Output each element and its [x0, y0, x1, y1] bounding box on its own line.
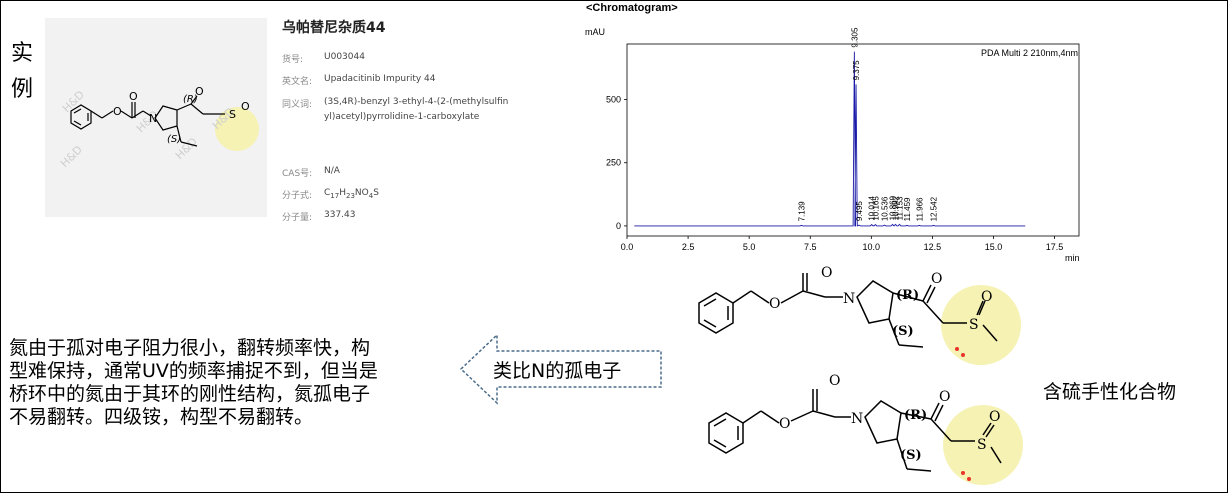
- peak-label: 10.014: [868, 196, 877, 221]
- x-tick-label: 15.0: [985, 242, 1003, 252]
- field-value-code: U003044: [324, 52, 365, 62]
- sulfur-label: S: [229, 108, 236, 121]
- y-tick-label: 0: [616, 221, 621, 231]
- lone-pair-dot-4: [967, 477, 971, 481]
- y-tick-label: 500: [606, 95, 621, 105]
- sulfoxide-structure-lower-icon: O O N O S O (R) (S): [708, 373, 1023, 485]
- lone-pair-dot-1: [955, 347, 959, 351]
- watermark-2: H&D: [58, 143, 85, 170]
- paragraph-line-1: 氮由于孤对电子阻力很小，翻转频率快，构: [9, 337, 371, 359]
- label-li: 例: [11, 77, 34, 102]
- field-label-synonym: 同义词:: [282, 100, 313, 110]
- peak-label: 9.305: [850, 27, 859, 48]
- upper-carbonyl-oxygen: O: [821, 265, 832, 281]
- sulfur-highlight-lower: [943, 405, 1023, 485]
- product-image-card: H&D H&D H&D H&D H&D: [45, 18, 267, 217]
- paragraph-line-2: 型难保持，通常UV的频率捕捉不到，但当是: [9, 360, 378, 382]
- ketone-oxygen-label: O: [195, 85, 204, 98]
- lower-nitrogen: N: [851, 411, 863, 427]
- field-label-mw: 分子量:: [282, 213, 313, 223]
- lone-pair-dot-2: [961, 353, 965, 357]
- ester-oxygen-label: O: [113, 105, 122, 118]
- lower-carbonyl-oxygen: O: [829, 373, 840, 389]
- sulfoxide-oxygen-label: O: [241, 100, 250, 113]
- stereo-s-label: (S): [167, 134, 181, 145]
- upper-ketone-oxygen: O: [931, 271, 942, 287]
- field-label-cas: CAS号:: [282, 169, 313, 179]
- chart-ylabel: mAU: [585, 27, 605, 37]
- chromatogram-title: <Chromatogram>: [586, 2, 678, 14]
- peak-label: 11.153: [895, 196, 904, 220]
- field-value-cas: N/A: [324, 166, 340, 176]
- carbonyl-oxygen-label: O: [129, 90, 138, 103]
- x-tick-label: 7.5: [804, 242, 817, 252]
- chart-xlabel: min: [1065, 253, 1080, 263]
- field-value-synonym-line1: (3S,4R)-benzyl 3-ethyl-4-(2-(methylsulfi…: [324, 97, 509, 107]
- field-label-english-name: 英文名:: [282, 77, 313, 87]
- impurity-structure-icon: H&D H&D H&D H&D H&D: [58, 85, 259, 170]
- chromatogram-chart: 0 250 500 0.0 2.5 5.0 7.5 10.0 12.5 15.0 17.5 7.139…: [606, 27, 1080, 252]
- y-tick-label: 250: [606, 158, 621, 168]
- lower-ketone-oxygen: O: [939, 389, 950, 405]
- explanation-paragraph: 氮由于孤对电子阻力很小，翻转频率快，构 型难保持，通常UV的频率捕捉不到，但当是…: [9, 337, 429, 429]
- x-tick-label: 5.0: [743, 242, 756, 252]
- field-label-formula: 分子式:: [282, 191, 313, 201]
- sulfur-highlight-upper: [941, 285, 1021, 365]
- peak-label: 12.542: [929, 196, 938, 221]
- analogy-arrow-text: 类比N的孤电子: [493, 360, 622, 382]
- peak-label: 9.495: [855, 201, 864, 222]
- x-tick-label: 0.0: [621, 242, 634, 252]
- lower-ester-oxygen: O: [779, 416, 790, 432]
- upper-stereo-r: (R): [896, 288, 919, 303]
- x-tick-label: 17.5: [1046, 242, 1064, 252]
- upper-sulfoxide-oxygen: O: [981, 289, 992, 305]
- x-tick-label: 10.0: [863, 242, 881, 252]
- field-label-code: 货号:: [282, 55, 304, 65]
- chart-legend: PDA Multi 2 210nm,4nm: [981, 48, 1079, 58]
- upper-nitrogen: N: [843, 291, 855, 307]
- paragraph-line-3: 桥环中的氮由于其环的刚性结构，氮孤电子: [9, 383, 371, 405]
- watermark-1: H&D: [60, 88, 87, 115]
- peak-label: 10.992: [892, 195, 901, 220]
- sulfoxide-highlight: [215, 107, 259, 151]
- peak-label: 9.375: [852, 60, 861, 81]
- field-value-formula: C17H23NO4S: [324, 188, 379, 200]
- lone-pair-dot-3: [961, 471, 965, 475]
- product-title: 乌帕替尼杂质44: [282, 20, 386, 36]
- lower-stereo-s: (S): [900, 448, 922, 463]
- peak-label: 10.165: [871, 196, 880, 221]
- peak-label: 7.139: [797, 201, 806, 222]
- peak-label: 11.966: [915, 197, 924, 221]
- lower-stereo-r: (R): [904, 408, 927, 423]
- paragraph-line-4: 不易翻转。四级铵，构型不易翻转。: [9, 406, 314, 428]
- x-tick-label: 2.5: [682, 242, 695, 252]
- field-value-english-name: Upadacitinib Impurity 44: [324, 74, 436, 84]
- lower-sulfoxide-oxygen: O: [989, 409, 1000, 425]
- label-shi: 实: [11, 41, 34, 66]
- field-value-mw: 337.43: [324, 210, 356, 220]
- field-value-synonym-line2: yl)acetyl)pyrrolidine-1-carboxylate: [324, 112, 480, 122]
- x-tick-label: 12.5: [924, 242, 942, 252]
- chromatogram-trace: [634, 51, 1026, 227]
- lower-sulfur: S: [977, 437, 987, 453]
- peak-label: 10.869: [889, 195, 898, 220]
- upper-ester-oxygen: O: [769, 296, 780, 312]
- peak-label: 10.536: [880, 196, 889, 221]
- analogy-arrow-icon: [459, 333, 662, 405]
- compound-label: 含硫手性化合物: [1043, 381, 1177, 403]
- stereo-r-label: (R): [183, 94, 198, 105]
- upper-stereo-s: (S): [892, 324, 914, 339]
- upper-sulfur: S: [969, 317, 979, 333]
- nitrogen-label: N: [149, 112, 157, 125]
- peak-label: 11.459: [903, 197, 912, 221]
- plot-frame: [626, 43, 1080, 237]
- sulfoxide-structure-upper-icon: O O N O S O (R) (S): [698, 265, 1021, 365]
